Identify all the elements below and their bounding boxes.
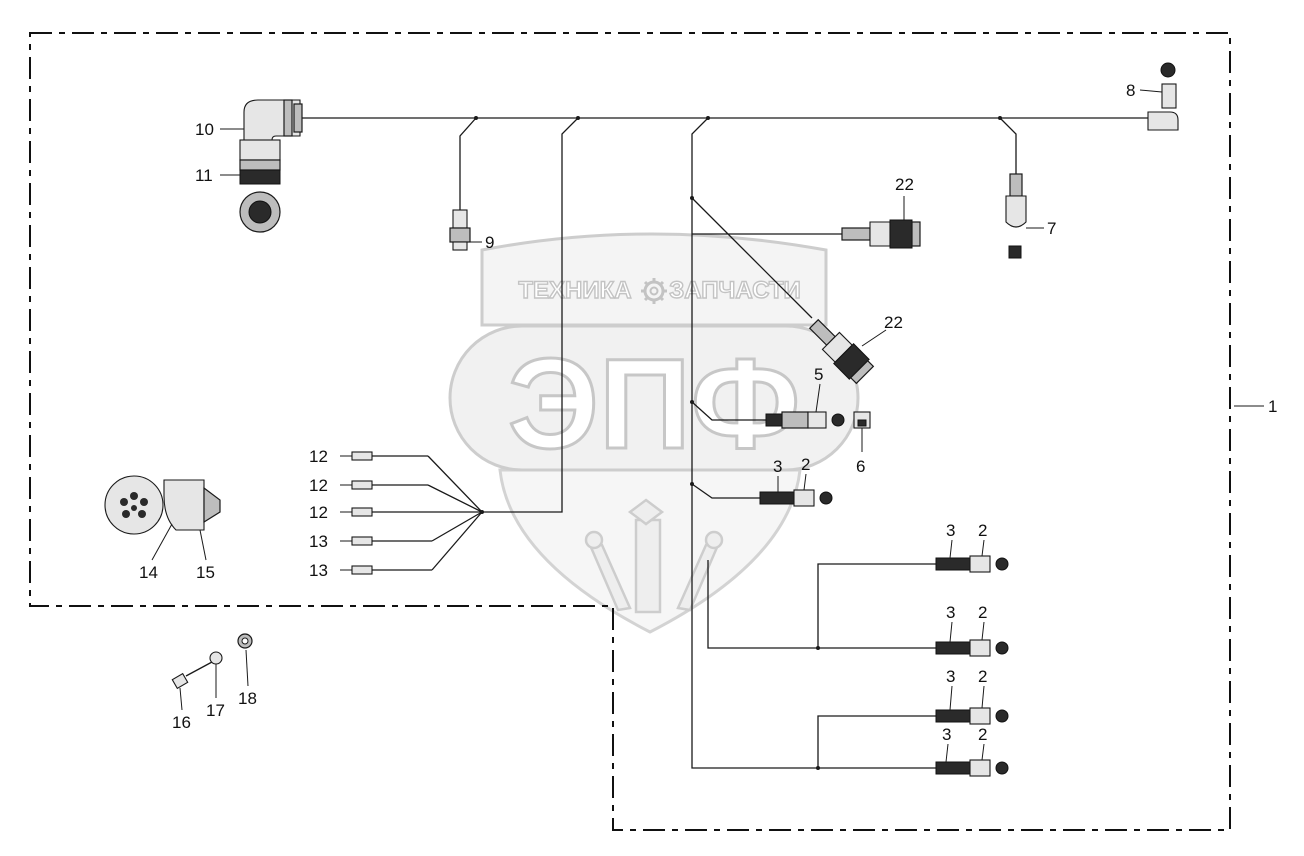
part-17-washer [209,651,223,665]
callout-12-a: 12 [309,447,328,466]
part-22-connector-lower [808,318,875,385]
callout-12-c: 12 [309,503,328,522]
part-10-elbow-connector [243,99,303,151]
part-22-connector-upper [841,219,921,249]
callout-2-middle: 2 [801,455,810,474]
callout-16: 16 [172,713,191,732]
part-11-connector-body [239,139,281,233]
callout-8: 8 [1126,81,1135,100]
gear-icon [641,278,667,304]
callout-14: 14 [139,563,158,582]
part-9-sensor-plug [449,209,471,251]
watermark-big-text: ЭПФ [508,333,800,476]
callout-2-row-2: 2 [978,603,987,622]
callout-22-upper: 22 [895,175,914,194]
watermark: ТЕХНИКА ЗАПЧАСТИ ЭПФ [448,232,860,634]
callout-13-a: 13 [309,532,328,551]
callout-13-b: 13 [309,561,328,580]
part-3-2-connector-middle [759,489,833,507]
callout-17: 17 [206,701,225,720]
callout-9: 9 [485,233,494,252]
callout-3-row-1: 3 [946,521,955,540]
callout-2-row-4: 2 [978,725,987,744]
callout-5: 5 [814,365,823,384]
callout-10: 10 [195,120,214,139]
callout-6: 6 [856,457,865,476]
callout-3-row-4: 3 [942,725,951,744]
watermark-band [448,324,860,472]
part-3-2-connector-row-2 [935,639,1009,657]
part-14-socket-face [104,475,164,535]
harness-wires [300,116,1148,770]
part-18-nut [237,633,253,649]
callout-18: 18 [238,689,257,708]
part-6-bracket [853,411,871,429]
part-3-2-connector-row-1 [935,555,1009,573]
callout-7: 7 [1047,219,1056,238]
callout-11: 11 [195,166,213,185]
callout-15: 15 [196,563,215,582]
part-3-2-connector-row-3 [935,707,1009,725]
leader-lines [151,89,1264,763]
callout-3-row-2: 3 [946,603,955,622]
part-16-bolt [171,661,213,690]
callout-labels: 1 10 11 8 9 7 22 22 5 6 3 2 12 12 12 13 … [139,81,1277,744]
part-8-elbow-fitting [1147,62,1179,131]
part-5-connector [765,411,845,429]
callout-2-row-1: 2 [978,521,987,540]
part-7-sensor [1005,173,1027,259]
callout-2-row-3: 2 [978,667,987,686]
watermark-top-text-right: ЗАПЧАСТИ [669,277,801,304]
callout-22-lower: 22 [884,313,903,332]
watermark-top-text-left: ТЕХНИКА [518,277,631,304]
assembly-boundary [29,32,1231,831]
callout-1: 1 [1268,397,1277,416]
terminal-lugs [351,451,373,575]
callout-3-middle: 3 [773,457,782,476]
callout-3-row-3: 3 [946,667,955,686]
callout-12-b: 12 [309,476,328,495]
part-3-2-connector-row-4 [935,759,1009,777]
part-15-socket-housing [163,479,221,531]
